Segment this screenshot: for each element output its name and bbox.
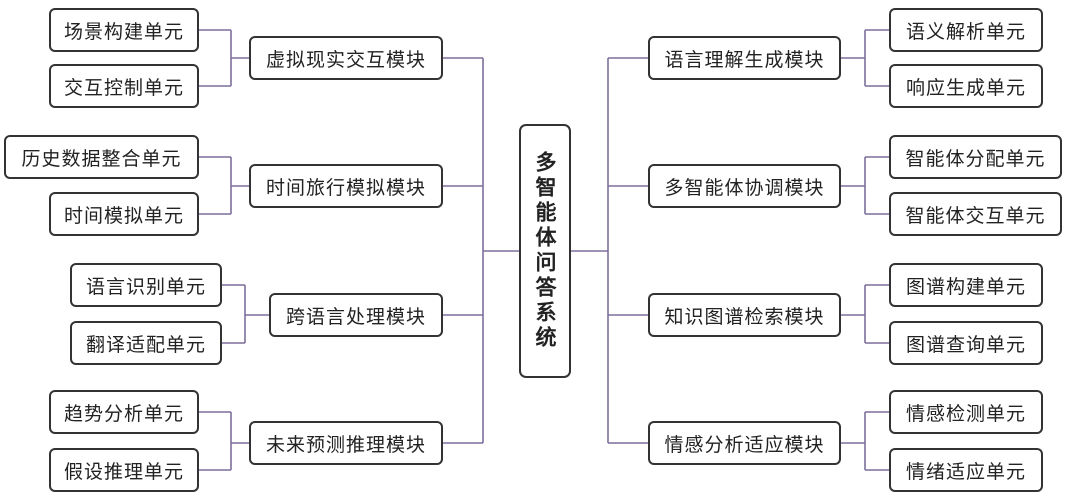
left-module-future-prediction: 未来预测推理模块 — [249, 421, 443, 465]
left-module-vr-interaction: 虚拟现实交互模块 — [249, 36, 443, 80]
right-unit-graph-construction: 图谱构建单元 — [889, 263, 1043, 307]
left-unit-history-integration: 历史数据整合单元 — [4, 135, 199, 179]
left-module-cross-language: 跨语言处理模块 — [269, 293, 443, 337]
root-node: 多智能体问答系统 — [519, 124, 571, 378]
right-unit-graph-query: 图谱查询单元 — [889, 321, 1043, 365]
left-module-time-travel: 时间旅行模拟模块 — [249, 164, 443, 208]
right-unit-emotion-detection: 情感检测单元 — [889, 390, 1043, 434]
right-module-knowledge-graph-retrieval: 知识图谱检索模块 — [648, 293, 841, 337]
left-unit-interaction-control: 交互控制单元 — [49, 64, 199, 108]
right-module-language-understanding: 语言理解生成模块 — [648, 36, 841, 80]
left-unit-time-simulation: 时间模拟单元 — [49, 192, 199, 236]
right-unit-mood-adaptation: 情绪适应单元 — [889, 448, 1043, 492]
left-unit-trend-analysis: 趋势分析单元 — [49, 390, 199, 434]
left-unit-translation-adaptation: 翻译适配单元 — [70, 321, 222, 365]
right-unit-agent-interaction: 智能体交互单元 — [889, 192, 1062, 236]
right-module-sentiment-adaptation: 情感分析适应模块 — [648, 421, 841, 465]
left-unit-scene-building: 场景构建单元 — [49, 8, 199, 52]
right-unit-semantic-parsing: 语义解析单元 — [889, 8, 1043, 52]
left-unit-hypothesis-reasoning: 假设推理单元 — [49, 448, 199, 492]
right-module-multi-agent-coordination: 多智能体协调模块 — [648, 164, 841, 208]
right-unit-agent-allocation: 智能体分配单元 — [889, 135, 1062, 179]
left-unit-language-recognition: 语言识别单元 — [70, 263, 222, 307]
right-unit-response-generation: 响应生成单元 — [889, 64, 1043, 108]
